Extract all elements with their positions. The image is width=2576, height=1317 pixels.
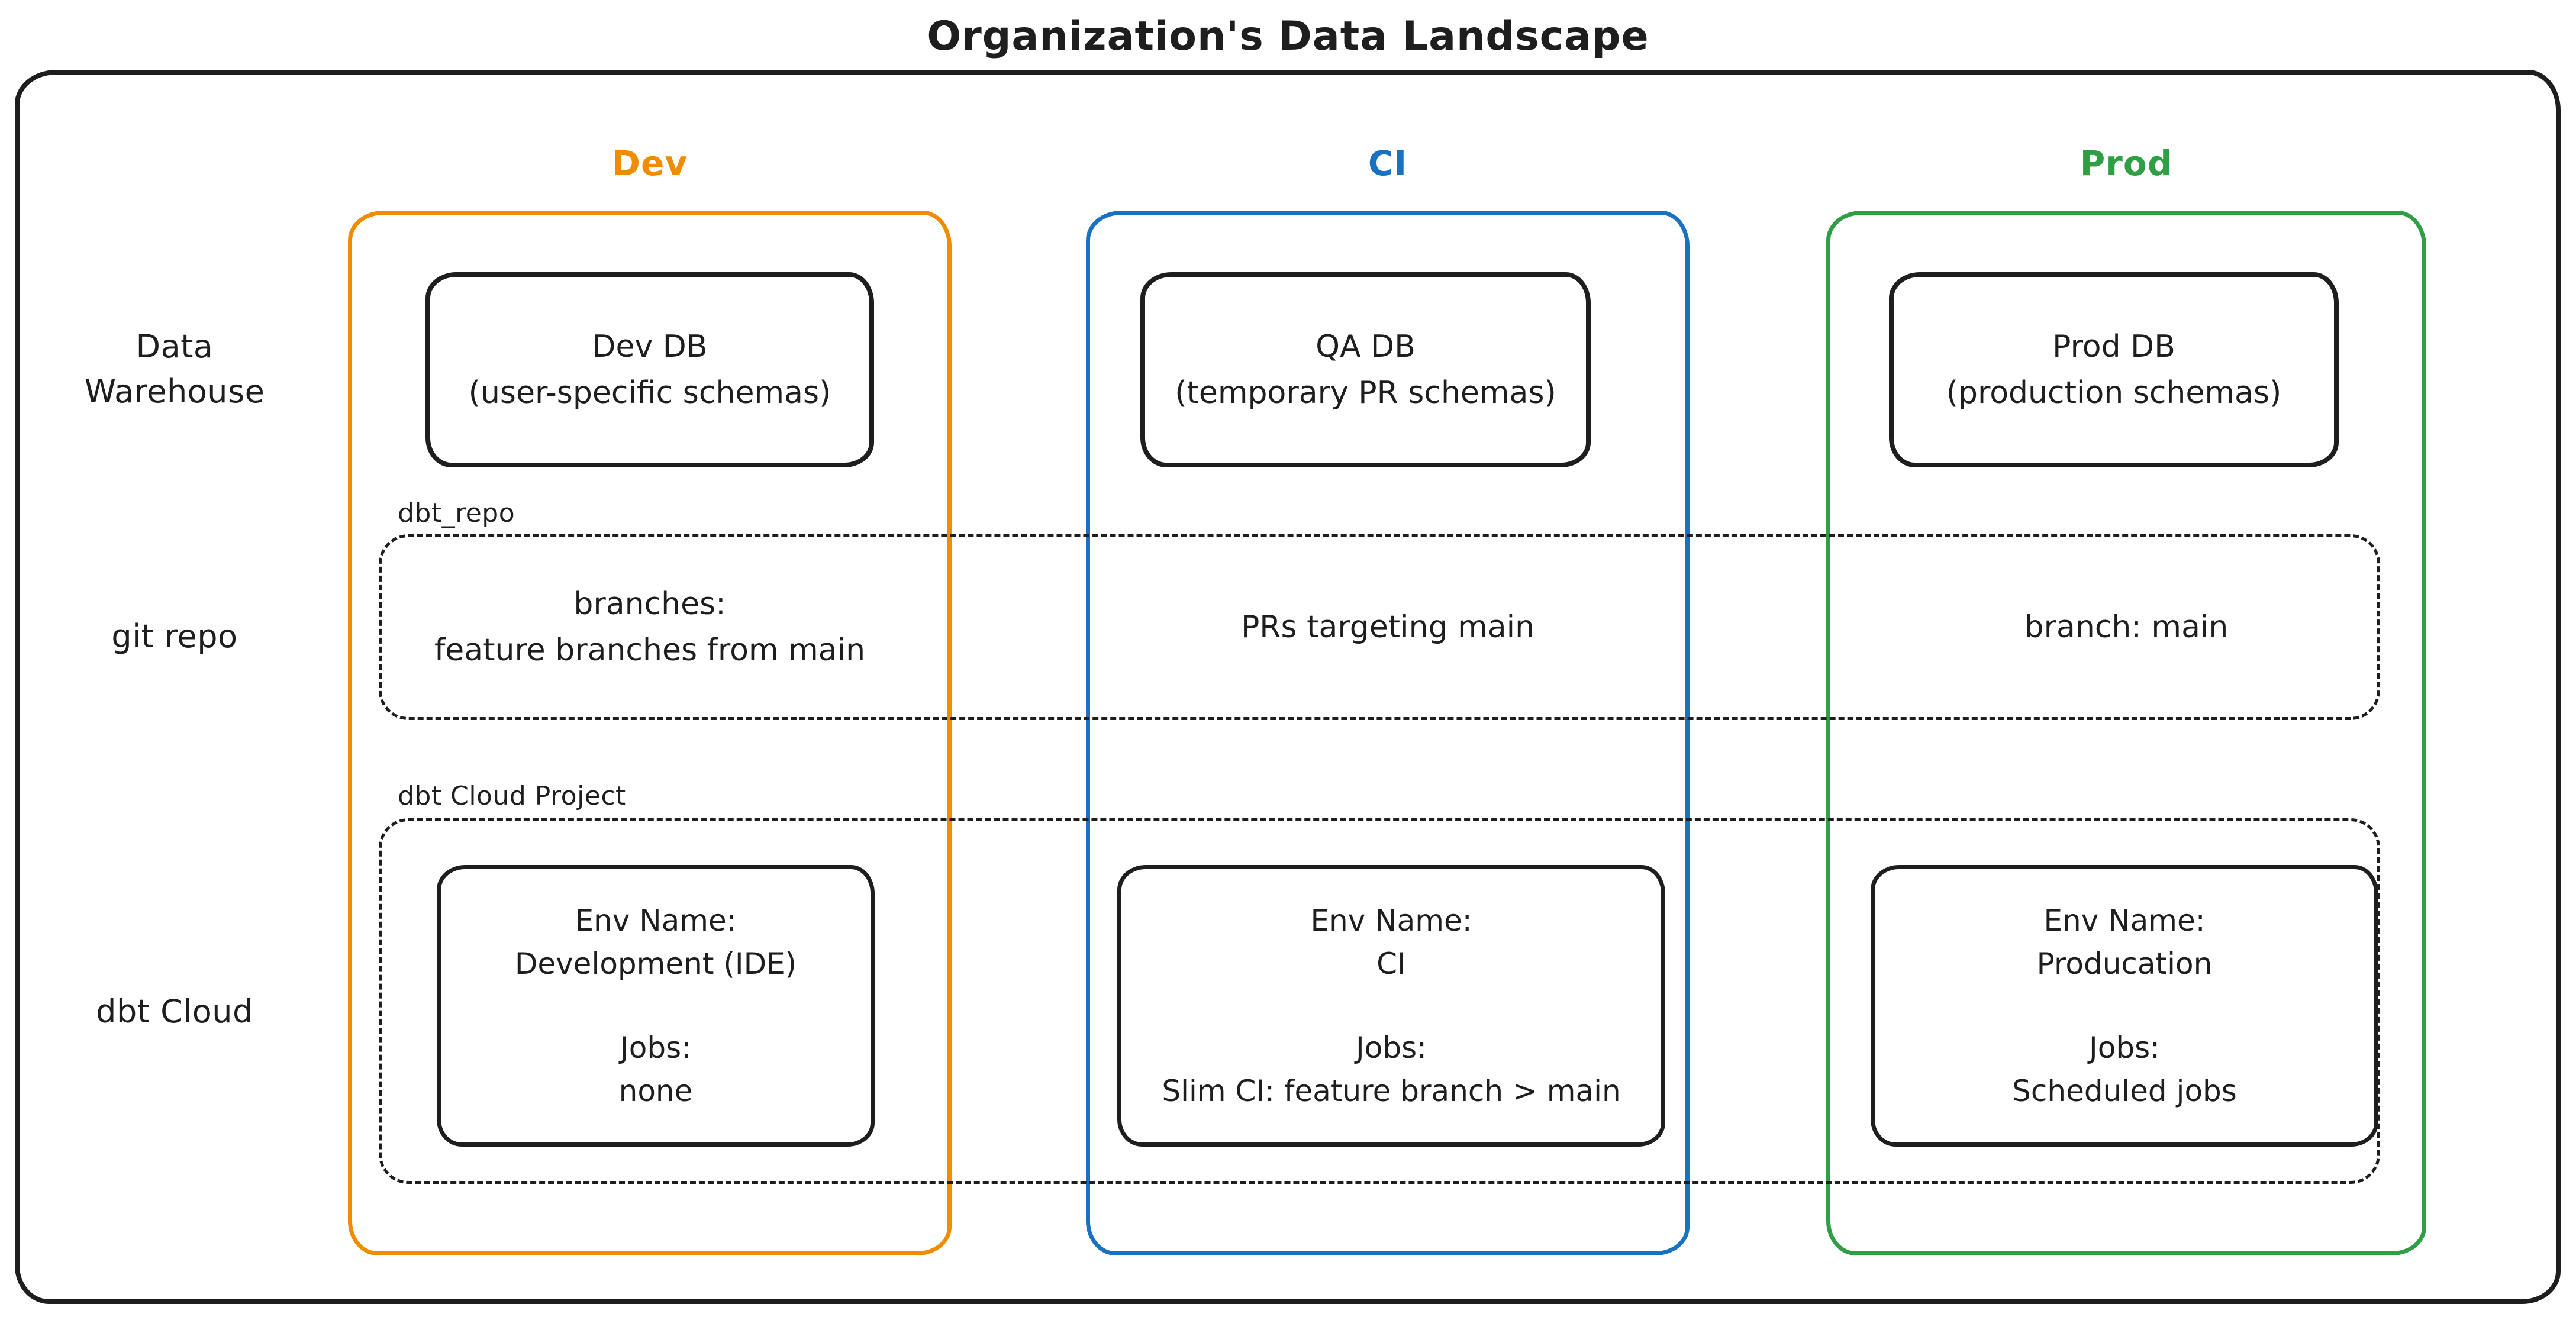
env-spacer	[441, 985, 871, 1027]
row-label-git-repo: git repo	[36, 614, 314, 659]
prod-db-box: Prod DB (production schemas)	[1889, 272, 2339, 467]
env-name-value: Development (IDE)	[514, 946, 797, 981]
git-cell-line: feature branches from main	[434, 632, 866, 668]
db-box-title: Dev DB	[592, 329, 708, 364]
env-spacer	[1121, 985, 1661, 1027]
dbt-cloud-dashed-box	[379, 818, 2380, 1184]
dev-db-box: Dev DB (user-specific schemas)	[425, 272, 874, 467]
dev-env-box: Env Name: Development (IDE) Jobs: none	[437, 865, 875, 1147]
jobs-label: Jobs:	[620, 1031, 691, 1065]
db-box-title: QA DB	[1316, 329, 1416, 364]
jobs-label: Jobs:	[1356, 1031, 1427, 1065]
env-name-label: Env Name:	[1310, 903, 1472, 938]
row-label-line: Data	[136, 328, 214, 365]
row-label-line: dbt Cloud	[96, 993, 253, 1030]
ci-git-cell: PRs targeting main	[1086, 534, 1690, 720]
column-header-dev: Dev	[611, 143, 688, 183]
jobs-value: none	[618, 1073, 693, 1108]
dev-git-cell: branches: feature branches from main	[348, 534, 952, 720]
prod-git-cell: branch: main	[1826, 534, 2426, 720]
git-cell-line: branches:	[573, 586, 726, 622]
row-label-line: Warehouse	[84, 372, 265, 410]
row-label-line: git repo	[111, 618, 238, 655]
column-box-prod	[1826, 211, 2426, 1255]
dbt-repo-band-label: dbt_repo	[398, 498, 515, 528]
db-box-subtitle: (temporary PR schemas)	[1175, 375, 1556, 411]
db-box-subtitle: (production schemas)	[1946, 375, 2282, 411]
env-name-value: CI	[1376, 946, 1406, 981]
outer-frame	[15, 70, 2561, 1304]
jobs-value: Scheduled jobs	[2012, 1073, 2237, 1108]
env-name-label: Env Name:	[2043, 903, 2206, 938]
column-header-ci: CI	[1368, 143, 1408, 183]
qa-db-box: QA DB (temporary PR schemas)	[1140, 272, 1591, 467]
column-header-prod: Prod	[2080, 143, 2173, 183]
column-box-ci	[1086, 211, 1690, 1255]
db-box-title: Prod DB	[2052, 329, 2175, 364]
row-label-data-warehouse: Data Warehouse	[36, 324, 314, 414]
diagram-title: Organization's Data Landscape	[927, 13, 1649, 60]
env-name-label: Env Name:	[575, 903, 737, 938]
env-spacer	[1875, 985, 2374, 1027]
jobs-label: Jobs:	[2089, 1031, 2160, 1065]
db-box-subtitle: (user-specific schemas)	[468, 375, 831, 411]
env-name-value: Producation	[2036, 946, 2213, 981]
prod-env-box: Env Name: Producation Jobs: Scheduled jo…	[1871, 865, 2378, 1147]
jobs-value: Slim CI: feature branch > main	[1162, 1073, 1621, 1108]
column-box-dev	[348, 211, 952, 1255]
dbt-repo-dashed-box	[379, 534, 2380, 720]
git-cell-line: PRs targeting main	[1240, 609, 1535, 645]
dbt-cloud-band-label: dbt Cloud Project	[398, 781, 626, 811]
ci-env-box: Env Name: CI Jobs: Slim CI: feature bran…	[1117, 865, 1665, 1147]
git-cell-line: branch: main	[2024, 609, 2229, 645]
row-label-dbt-cloud: dbt Cloud	[36, 989, 314, 1034]
